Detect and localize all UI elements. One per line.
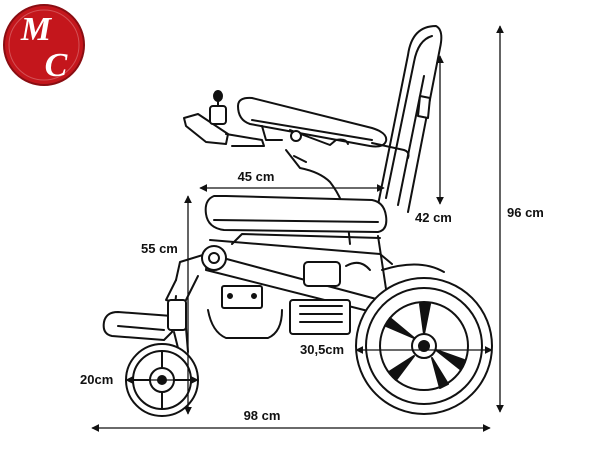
main-frame: [165, 233, 393, 313]
label-total-length: 98 cm: [244, 408, 281, 423]
wheelchair-drawing: [102, 25, 493, 417]
label-rear-wheel: 30,5cm: [300, 342, 344, 357]
motor-battery: [207, 261, 371, 339]
logo-letter-c: C: [45, 47, 68, 84]
joystick-controller: [183, 90, 265, 147]
label-seat-height: 55 cm: [141, 241, 178, 256]
label-front-wheel: 20cm: [80, 372, 113, 387]
dimension-labels: 45 cm 55 cm 42 cm 96 cm 20cm 30,5cm 98 c…: [80, 169, 544, 423]
logo-letter-m: M: [20, 11, 53, 48]
dimension-lines: [91, 25, 504, 432]
seat-cushion: [204, 195, 388, 233]
label-backrest-height: 42 cm: [415, 210, 452, 225]
armrest: [237, 96, 410, 159]
label-seat-depth: 45 cm: [238, 169, 275, 184]
rear-drive-wheel: [355, 263, 493, 415]
backrest: [377, 25, 443, 213]
label-total-height: 96 cm: [507, 205, 544, 220]
brand-logo: M C: [3, 4, 85, 86]
